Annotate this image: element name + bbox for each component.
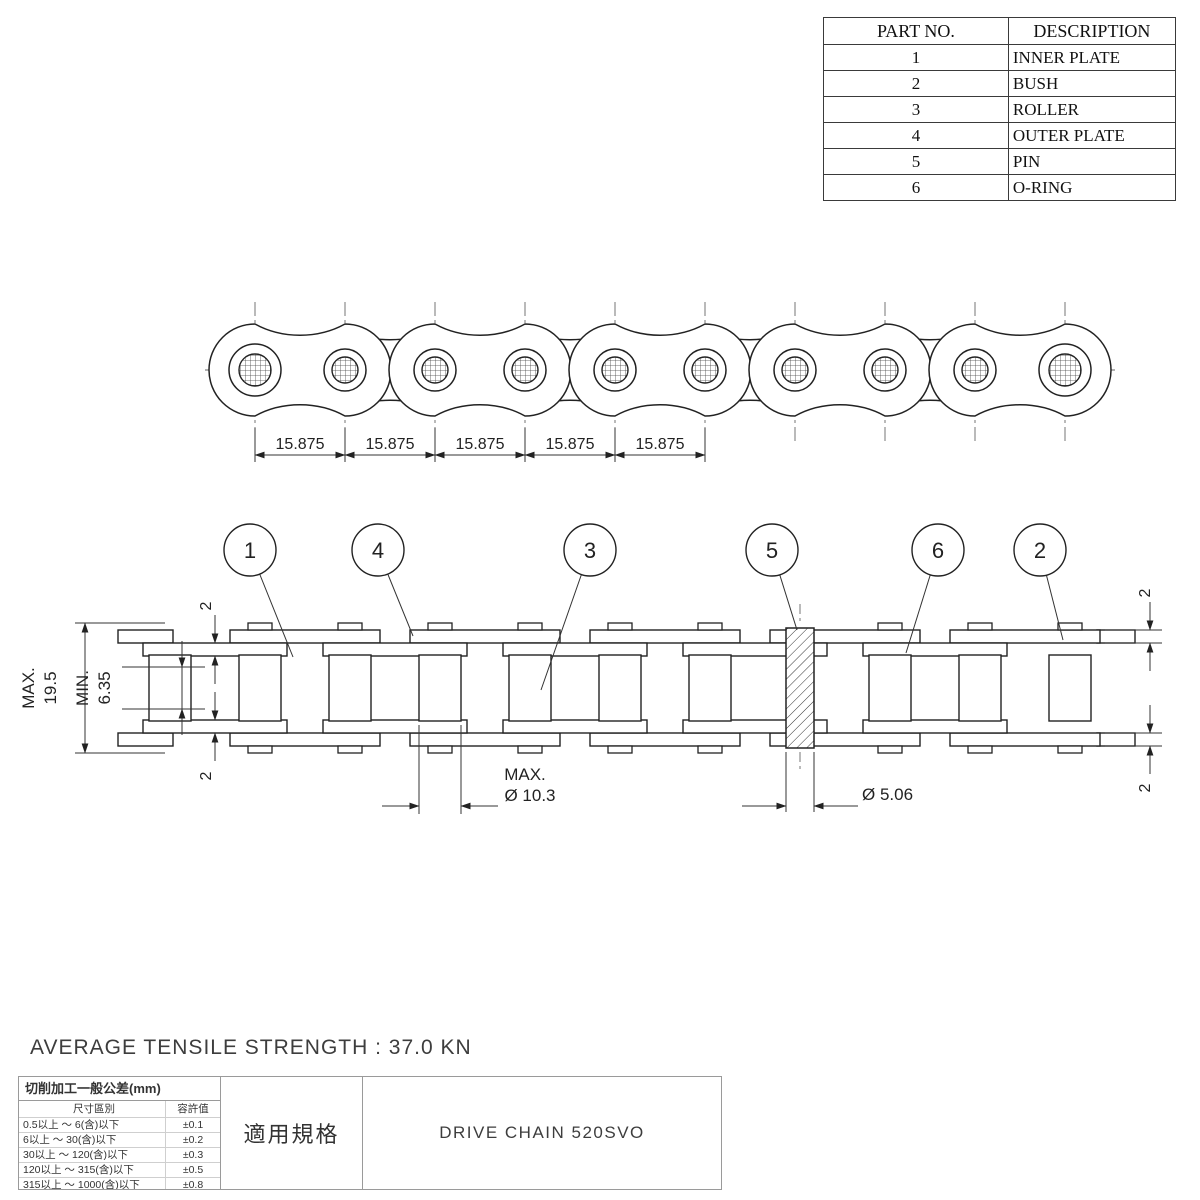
part-no: 2: [823, 70, 1009, 97]
tolerance-row: 30以上 ～ 120(含)以下 ±0.3: [19, 1148, 220, 1163]
roller: [953, 348, 997, 392]
pitch-dimensions: [254, 428, 706, 462]
pitch-label: 15.875: [636, 436, 685, 453]
balloon-number: 6: [932, 538, 944, 563]
roller-side: [238, 654, 282, 722]
title-block: 切削加工一般公差(mm) 尺寸區別 容許值 0.5以上 ～ 6(含)以下 ±0.…: [18, 1076, 722, 1190]
roller: [593, 348, 637, 392]
tolerance-value: ±0.3: [182, 1149, 204, 1161]
balloon-2: [1013, 523, 1067, 577]
pitch-label: 15.875: [546, 436, 595, 453]
spec-label: 適用規格: [221, 1077, 363, 1189]
part-no: 6: [823, 174, 1009, 201]
spec-value: DRIVE CHAIN 520SVO: [439, 1123, 645, 1142]
tolerance-table-header: 尺寸區別 容許值: [19, 1101, 220, 1118]
parts-table-header: PART NO. DESCRIPTION: [823, 17, 1177, 45]
roller-side: [1048, 654, 1092, 722]
roller-side: [868, 654, 912, 722]
balloon-4: [351, 523, 405, 577]
dim-plate-thickness: 2: [198, 601, 215, 610]
roller-side: [598, 654, 642, 722]
part-desc: O-RING: [1007, 174, 1177, 201]
balloon-number: 5: [766, 538, 778, 563]
tolerance-range: 120以上 ～ 315(含)以下: [19, 1163, 166, 1177]
balloon-5: [745, 523, 799, 577]
dim-plate-thickness: 2: [1137, 783, 1154, 792]
dim-overall-label: MAX.: [19, 667, 38, 709]
dim-pin-dia: Ø 5.06: [862, 785, 913, 804]
tolerance-row: 315以上 ～ 1000(含)以下 ±0.8: [19, 1178, 220, 1189]
roller-side: [148, 654, 192, 722]
balloon-6: [911, 523, 965, 577]
dim-plate-thickness: 2: [198, 771, 215, 780]
roller: [683, 348, 727, 392]
dim-inner-value: 6.35: [95, 671, 114, 704]
tensile-strength-note: AVERAGE TENSILE STRENGTH : 37.0 KN: [30, 1036, 472, 1059]
side-view-dimensions: MAX. 19.5 MIN. 6.35 2 2: [19, 588, 1162, 814]
roller-side: [418, 654, 462, 722]
pitch-label: 15.875: [366, 436, 415, 453]
tolerance-table: 切削加工一般公差(mm) 尺寸區別 容許值 0.5以上 ～ 6(含)以下 ±0.…: [19, 1077, 221, 1189]
dim-roller-dia: Ø 10.3: [504, 786, 555, 805]
tolerance-table-title: 切削加工一般公差(mm): [19, 1077, 220, 1101]
tolerance-value: ±0.5: [182, 1164, 204, 1176]
balloon-number: 1: [244, 538, 256, 563]
roller: [863, 348, 907, 392]
roller: [323, 348, 367, 392]
roller: [503, 348, 547, 392]
part-no: 3: [823, 96, 1009, 123]
roller: [773, 348, 817, 392]
roller-side: [688, 654, 732, 722]
tolerance-value: ±0.1: [182, 1119, 204, 1131]
end-pin: [1038, 343, 1092, 397]
pitch-labels: 15.875 15.875 15.875 15.875 15.875: [276, 436, 685, 453]
tolerance-col-range: 尺寸區別: [19, 1101, 166, 1117]
dim-overall-value: 19.5: [41, 671, 60, 704]
pitch-label: 15.875: [276, 436, 325, 453]
parts-table-header-description: DESCRIPTION: [1007, 17, 1177, 45]
tolerance-range: 0.5以上 ～ 6(含)以下: [19, 1118, 166, 1132]
tolerance-col-tol: 容許值: [177, 1103, 209, 1115]
dim-roller-label: MAX.: [504, 765, 546, 784]
tolerance-range: 315以上 ～ 1000(含)以下: [19, 1178, 166, 1189]
roller: [413, 348, 457, 392]
tolerance-row: 0.5以上 ～ 6(含)以下 ±0.1: [19, 1118, 220, 1133]
balloon-number: 3: [584, 538, 596, 563]
dim-inner-label: MIN.: [73, 670, 92, 706]
sectioned-pin: [785, 604, 815, 772]
balloon-1: [223, 523, 277, 577]
balloon-callouts: 1 4 3 5 6 2: [223, 523, 1067, 691]
tolerance-row: 6以上 ～ 30(含)以下 ±0.2: [19, 1133, 220, 1148]
dim-plate-thickness: 2: [1137, 588, 1154, 597]
tolerance-range: 30以上 ～ 120(含)以下: [19, 1148, 166, 1162]
tolerance-range: 6以上 ～ 30(含)以下: [19, 1133, 166, 1147]
balloon-number: 4: [372, 538, 384, 563]
roller-side: [508, 654, 552, 722]
end-pin: [228, 343, 282, 397]
roller-side: [958, 654, 1002, 722]
balloon-number: 2: [1034, 538, 1046, 563]
tolerance-value: ±0.2: [182, 1134, 204, 1146]
tolerance-value: ±0.8: [182, 1179, 204, 1189]
roller-side: [328, 654, 372, 722]
pitch-label: 15.875: [456, 436, 505, 453]
chain-top-view: 15.875 15.875 15.875 15.875 15.875: [205, 302, 1115, 462]
balloon-3: [563, 523, 617, 577]
chain-side-view: [117, 604, 1136, 772]
tolerance-row: 120以上 ～ 315(含)以下 ±0.5: [19, 1163, 220, 1178]
parts-table-header-partno: PART NO.: [823, 17, 1009, 45]
part-desc: BUSH: [1007, 70, 1177, 97]
